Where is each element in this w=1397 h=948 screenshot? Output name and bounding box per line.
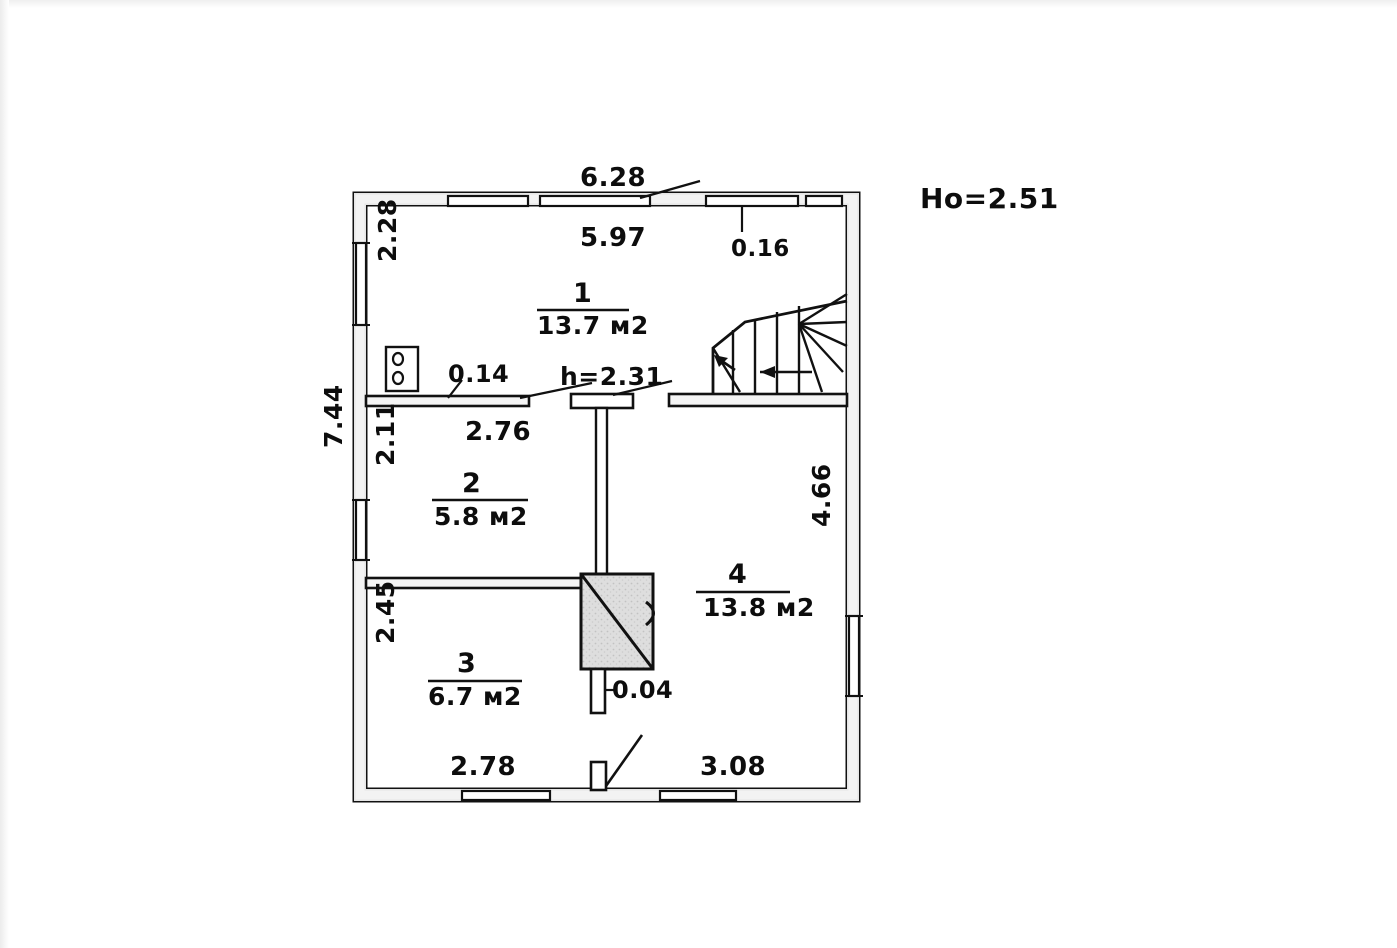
window-bottom-mid xyxy=(658,789,738,802)
window-bottom-left xyxy=(460,789,552,802)
room-4-area: 13.8 м2 xyxy=(703,593,815,622)
dim-left-outer: 7.44 xyxy=(319,384,348,448)
dim-top-inner: 5.97 xyxy=(580,223,646,253)
cooktop-icon xyxy=(384,345,420,393)
room-4-number: 4 xyxy=(728,559,747,590)
partition-upper-horizontal xyxy=(364,394,531,408)
dim-bottom-right: 3.08 xyxy=(700,752,766,782)
staircase-icon xyxy=(711,292,848,394)
door-bottom xyxy=(589,734,644,792)
room-label-4: 4 13.8 м2 xyxy=(696,559,815,622)
dim-partition-thickness: 0.14 xyxy=(448,360,509,388)
window-top-corner xyxy=(804,194,844,208)
window-left-lower xyxy=(352,498,370,562)
room-label-2: 2 5.8 м2 xyxy=(432,468,528,531)
dim-right-outer: 4.66 xyxy=(807,463,836,527)
dim-stove-offset: 0.04 xyxy=(612,676,673,704)
window-right xyxy=(845,614,863,698)
room-2-area: 5.8 м2 xyxy=(434,502,528,531)
window-top-right xyxy=(704,194,800,208)
dim-left-seg-bottom: 2.45 xyxy=(371,580,400,644)
dim-partition-height: h=2.31 xyxy=(560,362,663,391)
partition-center-stub xyxy=(569,392,635,582)
window-top-left xyxy=(446,194,530,208)
flue-stub xyxy=(589,667,607,715)
leader-lines xyxy=(447,179,744,692)
ceiling-height-note: Ho=2.51 xyxy=(920,182,1059,215)
dim-partition-span: 2.76 xyxy=(465,417,531,447)
room-3-area: 6.7 м2 xyxy=(428,682,522,711)
room-1-number: 1 xyxy=(573,278,592,309)
dim-bottom-left: 2.78 xyxy=(450,752,516,782)
room-3-number: 3 xyxy=(457,648,476,679)
room-1-area: 13.7 м2 xyxy=(537,311,649,340)
room-label-1: 1 13.7 м2 xyxy=(537,278,649,340)
dim-top-right-wall: 0.16 xyxy=(731,236,790,262)
window-left-upper xyxy=(352,241,370,327)
partition-stair-base xyxy=(667,392,849,408)
dim-left-seg-mid: 2.11 xyxy=(371,402,400,466)
window-top-mid xyxy=(538,194,652,208)
dim-top-outer: 6.28 xyxy=(580,163,646,193)
room-label-3: 3 6.7 м2 xyxy=(428,648,522,711)
dim-left-seg-top: 2.28 xyxy=(373,198,402,262)
room-2-number: 2 xyxy=(462,468,481,499)
stove-block xyxy=(579,572,655,671)
